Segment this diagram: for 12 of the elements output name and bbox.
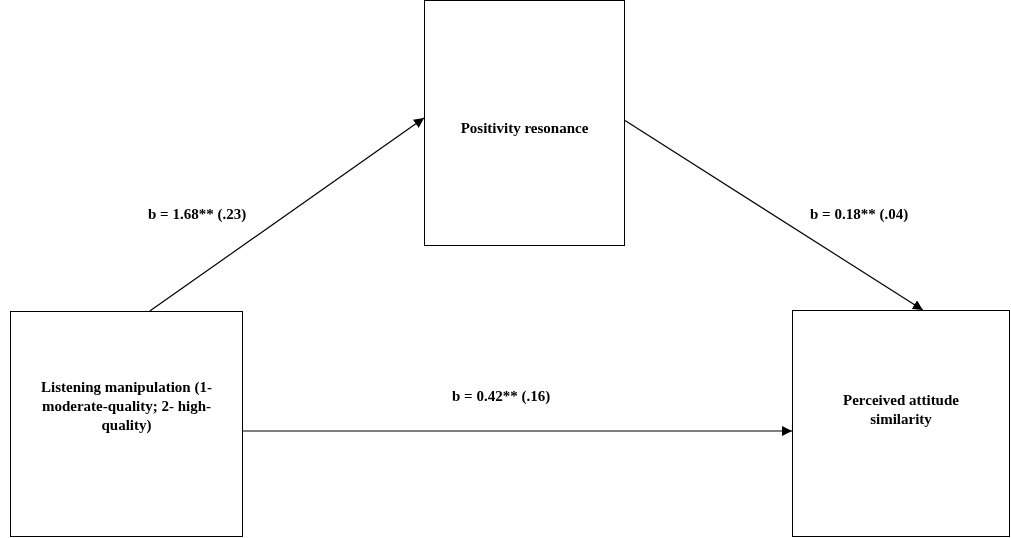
edge-label: b = 1.68** (.23) bbox=[148, 205, 247, 224]
box-label: Perceived attitude similarity bbox=[842, 391, 960, 429]
arrow bbox=[149, 117, 425, 312]
variable-box bbox=[792, 310, 1010, 537]
variable-box bbox=[10, 311, 243, 537]
box-label: Positivity resonance bbox=[460, 119, 589, 138]
box-label: Listening manipulation (1- moderate-quality; 2- high-quality) bbox=[40, 378, 213, 435]
variable-box bbox=[424, 0, 625, 246]
edge-label: b = 0.42** (.16) bbox=[452, 387, 551, 406]
arrow bbox=[624, 119, 924, 311]
arrow bbox=[242, 426, 793, 436]
edge-label: b = 0.18** (.04) bbox=[810, 205, 909, 224]
